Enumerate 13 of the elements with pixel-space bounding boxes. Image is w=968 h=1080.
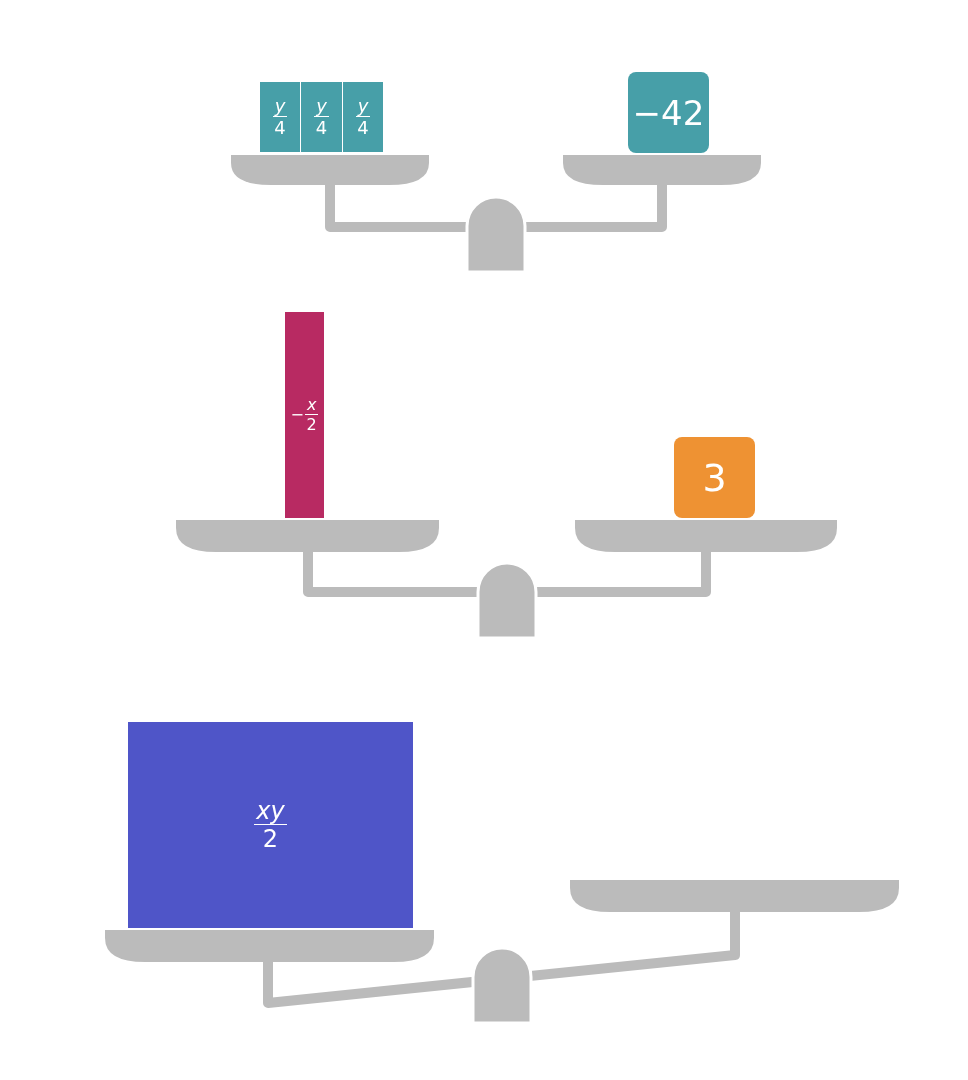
- fraction-label: y 4: [355, 97, 371, 137]
- number-label: 3: [702, 458, 727, 497]
- weight-block: [628, 72, 709, 153]
- number-label: −42: [632, 95, 705, 130]
- weight-block: [285, 312, 324, 518]
- weight-block: [343, 82, 383, 152]
- weight-block: [260, 82, 300, 152]
- weight-block: [301, 82, 342, 152]
- fraction-label: xy 2: [254, 799, 287, 851]
- weight-block: [128, 722, 413, 928]
- fraction-label: y 4: [272, 97, 288, 137]
- weight-block: [674, 437, 755, 518]
- fraction-label: y 4: [314, 97, 329, 137]
